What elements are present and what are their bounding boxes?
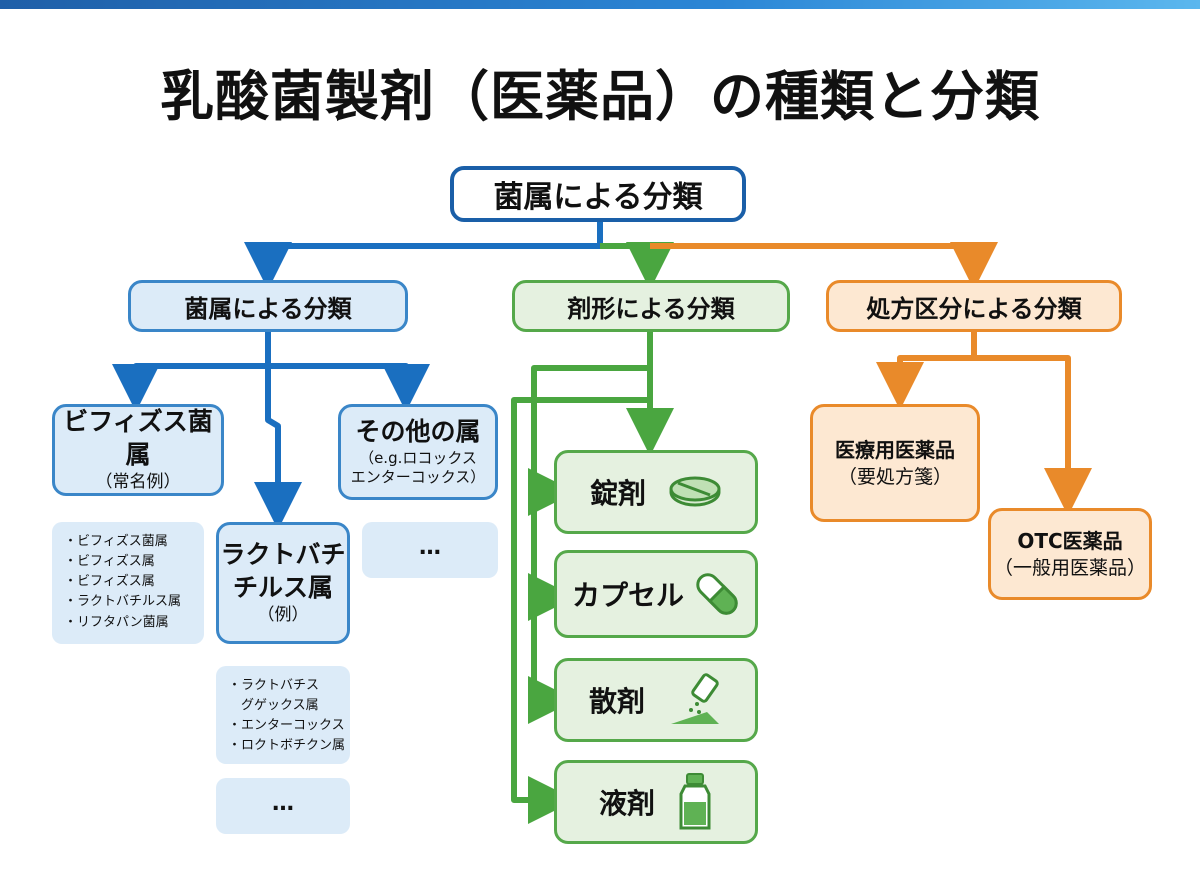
page-title: 乳酸菌製剤（医薬品）の種類と分類 [160, 65, 1040, 128]
list-item: ・ラクトバチルス属 [64, 594, 182, 610]
list-item: ・リフタパン菌属 [64, 614, 169, 630]
root-label: 菌属による分類 [493, 180, 703, 215]
genus-other-sub-line2: エンターコックス） [350, 468, 486, 487]
prescription-otc-line1: OTC医薬品 [1017, 528, 1123, 553]
prescription-to-otc-line [974, 355, 1092, 516]
category-prescription-label: 処方区分による分類 [866, 294, 1082, 323]
category-form: 剤形による分類 [512, 280, 790, 332]
root-to-genus-line [244, 222, 603, 290]
tablet-icon [669, 476, 721, 507]
form-liquid-node: 液剤 [554, 760, 758, 844]
list-item: グゲックス属 [228, 698, 319, 714]
prescription-medical-node: 医療用医薬品 （要処方箋） [810, 404, 980, 522]
form-liquid-label: 液剤 [598, 787, 655, 820]
category-prescription: 処方区分による分類 [826, 280, 1122, 332]
form-trunk-left [511, 397, 650, 824]
list-item: ・ロクトボチクン属 [228, 738, 346, 754]
prescription-medical-line2: （要処方箋） [837, 465, 952, 488]
genus-lacto-more: … [216, 778, 350, 834]
form-trunk-outer [528, 365, 650, 724]
root-to-form-line [600, 242, 674, 290]
category-form-label: 剤形による分類 [567, 294, 735, 323]
list-item: ・ビフィズス属 [64, 574, 155, 590]
genus-lacto-title-line2: チルス属 [232, 572, 333, 602]
genus-to-other-line [268, 363, 430, 412]
genus-to-bifidus-line [112, 330, 271, 412]
capsule-icon [696, 573, 738, 615]
list-item: ・ラクトバチス [228, 678, 320, 693]
prescription-otc-node: OTC医薬品 （一般用医薬品） [988, 508, 1152, 600]
genus-bifidus-sub: （常名例） [95, 472, 181, 493]
category-genus: 菌属による分類 [128, 280, 408, 332]
bottle-icon [679, 773, 711, 830]
genus-other-title: その他の属 [355, 417, 481, 447]
genus-lacto-sub: （例） [257, 605, 309, 626]
prescription-otc-line2: （一般用医薬品） [993, 556, 1146, 579]
form-tablet-node: 錠剤 [554, 450, 758, 534]
genus-other-node: その他の属 （e.g.ロコックス エンターコックス） [338, 404, 498, 500]
prescription-medical-line1: 医療用医薬品 [835, 437, 955, 462]
powder-icon [671, 673, 719, 724]
form-powder-label: 散剤 [588, 685, 645, 718]
genus-bifidus-list: ・ビフィズス菌属 ・ビフィズス属 ・ビフィズス属 ・ラクトバチルス属 ・リフタパ… [52, 522, 204, 644]
form-tablet-label: 錠剤 [589, 477, 646, 510]
genus-lacto-node: ラクトバチ チルス属 （例） [216, 522, 350, 644]
root-to-prescription-line [650, 242, 998, 290]
genus-bifidus-title: ビフィズス菌属 [63, 407, 213, 469]
category-genus-label: 菌属による分類 [184, 294, 352, 323]
list-item: ・エンターコックス [228, 718, 345, 734]
genus-bifidus-node: ビフィズス菌属 （常名例） [52, 404, 224, 496]
genus-lacto-list: ・ラクトバチス グゲックス属 ・エンターコックス ・ロクトボチクン属 [216, 666, 350, 764]
form-powder-node: 散剤 [554, 658, 758, 742]
genus-other-more: … [362, 522, 498, 578]
prescription-to-medical-line [876, 330, 977, 410]
list-item: ・ビフィズス属 [64, 554, 155, 570]
list-item: ・ビフィズス菌属 [64, 534, 168, 549]
genus-to-lacto-line [254, 330, 302, 530]
root-node: 菌属による分類 [450, 166, 746, 222]
top-accent-bar [0, 0, 1200, 9]
form-capsule-label: カプセル [571, 579, 684, 612]
form-capsule-node: カプセル [554, 550, 758, 638]
genus-other-sub-line1: （e.g.ロコックス [359, 448, 477, 467]
genus-lacto-title-line1: ラクトバチ [220, 540, 346, 570]
